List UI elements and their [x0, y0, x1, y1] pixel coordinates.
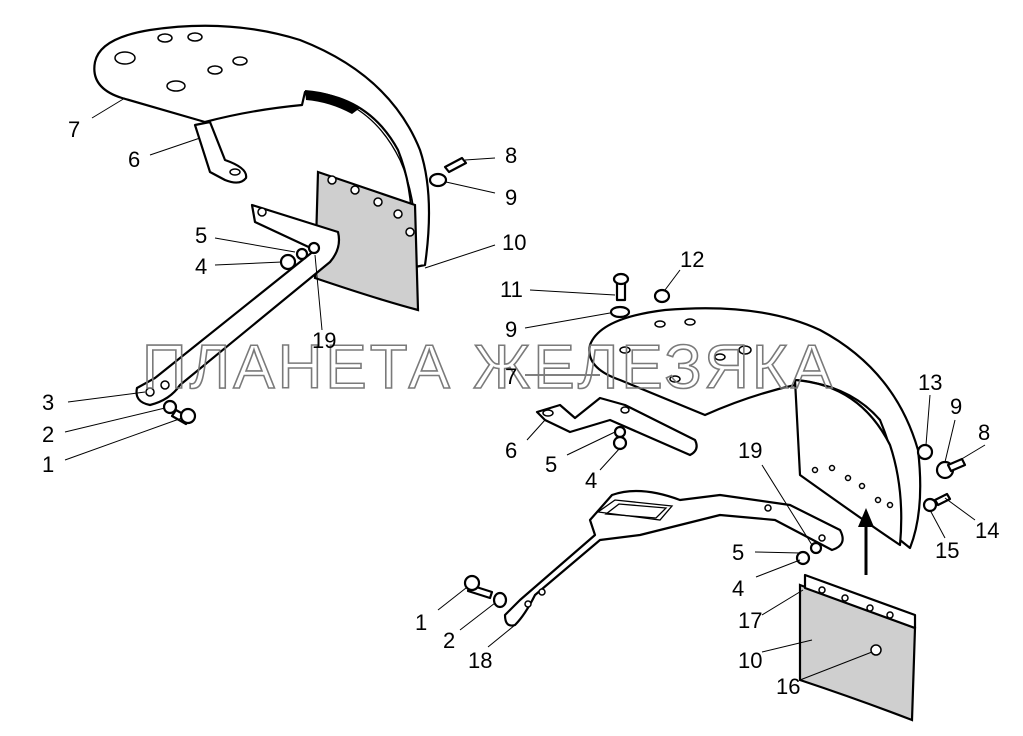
- right-callout-16: 16: [776, 674, 800, 699]
- right-callout-7: 7: [505, 364, 517, 389]
- right-callout-18: 18: [468, 648, 492, 673]
- right-fender-assembly: [437, 269, 986, 722]
- right-callout-1: 1: [415, 610, 427, 635]
- left-callout-6: 6: [128, 147, 140, 172]
- right-callout-4-lower: 4: [732, 576, 744, 601]
- left-callout-8: 8: [505, 143, 517, 168]
- right-callout-4-upper: 4: [585, 468, 597, 493]
- watermark-text: ПЛАНЕТА ЖЕЛЕЗЯКА: [142, 333, 835, 402]
- left-callout-7: 7: [68, 117, 80, 142]
- left-callout-9: 9: [505, 185, 517, 210]
- right-callout-6: 6: [505, 438, 517, 463]
- right-callout-19: 19: [738, 438, 762, 463]
- right-mud-flap: [798, 583, 917, 722]
- left-callout-5: 5: [195, 223, 207, 248]
- right-callout-14: 14: [975, 518, 999, 543]
- left-mud-flap: [313, 170, 420, 312]
- right-callout-10: 10: [738, 648, 762, 673]
- right-callout-5-lower: 5: [732, 540, 744, 565]
- left-callout-19: 19: [312, 328, 336, 353]
- right-callout-9-side: 9: [950, 394, 962, 419]
- right-callout-8: 8: [978, 420, 990, 445]
- left-fender-assembly: [64, 24, 496, 461]
- left-callout-4: 4: [195, 254, 207, 279]
- right-callout-12: 12: [680, 247, 704, 272]
- right-callout-9-top: 9: [505, 317, 517, 342]
- left-callouts: 7 6 8 9 5 4 10 19 3 2 1: [42, 117, 526, 477]
- right-callout-15: 15: [935, 538, 959, 563]
- right-callouts: 12 11 9 7 13 9 8 6 5 4 19 14 15 5 4 1 2 …: [415, 247, 999, 699]
- left-callout-1: 1: [42, 452, 54, 477]
- right-callout-11: 11: [500, 277, 523, 302]
- right-inner-skirt: [793, 378, 903, 547]
- right-callout-13: 13: [918, 370, 942, 395]
- right-mudguard: [588, 307, 922, 550]
- right-callout-5-upper: 5: [545, 452, 557, 477]
- left-callout-3: 3: [42, 390, 54, 415]
- right-stay-arm: [503, 489, 844, 627]
- left-callout-10: 10: [502, 230, 526, 255]
- right-bracket-6: [535, 396, 698, 457]
- left-stay-arm: [135, 203, 341, 407]
- left-callout-2: 2: [42, 422, 54, 447]
- right-callout-17: 17: [738, 608, 762, 633]
- left-bracket-6: [193, 120, 248, 184]
- right-callout-2: 2: [443, 628, 455, 653]
